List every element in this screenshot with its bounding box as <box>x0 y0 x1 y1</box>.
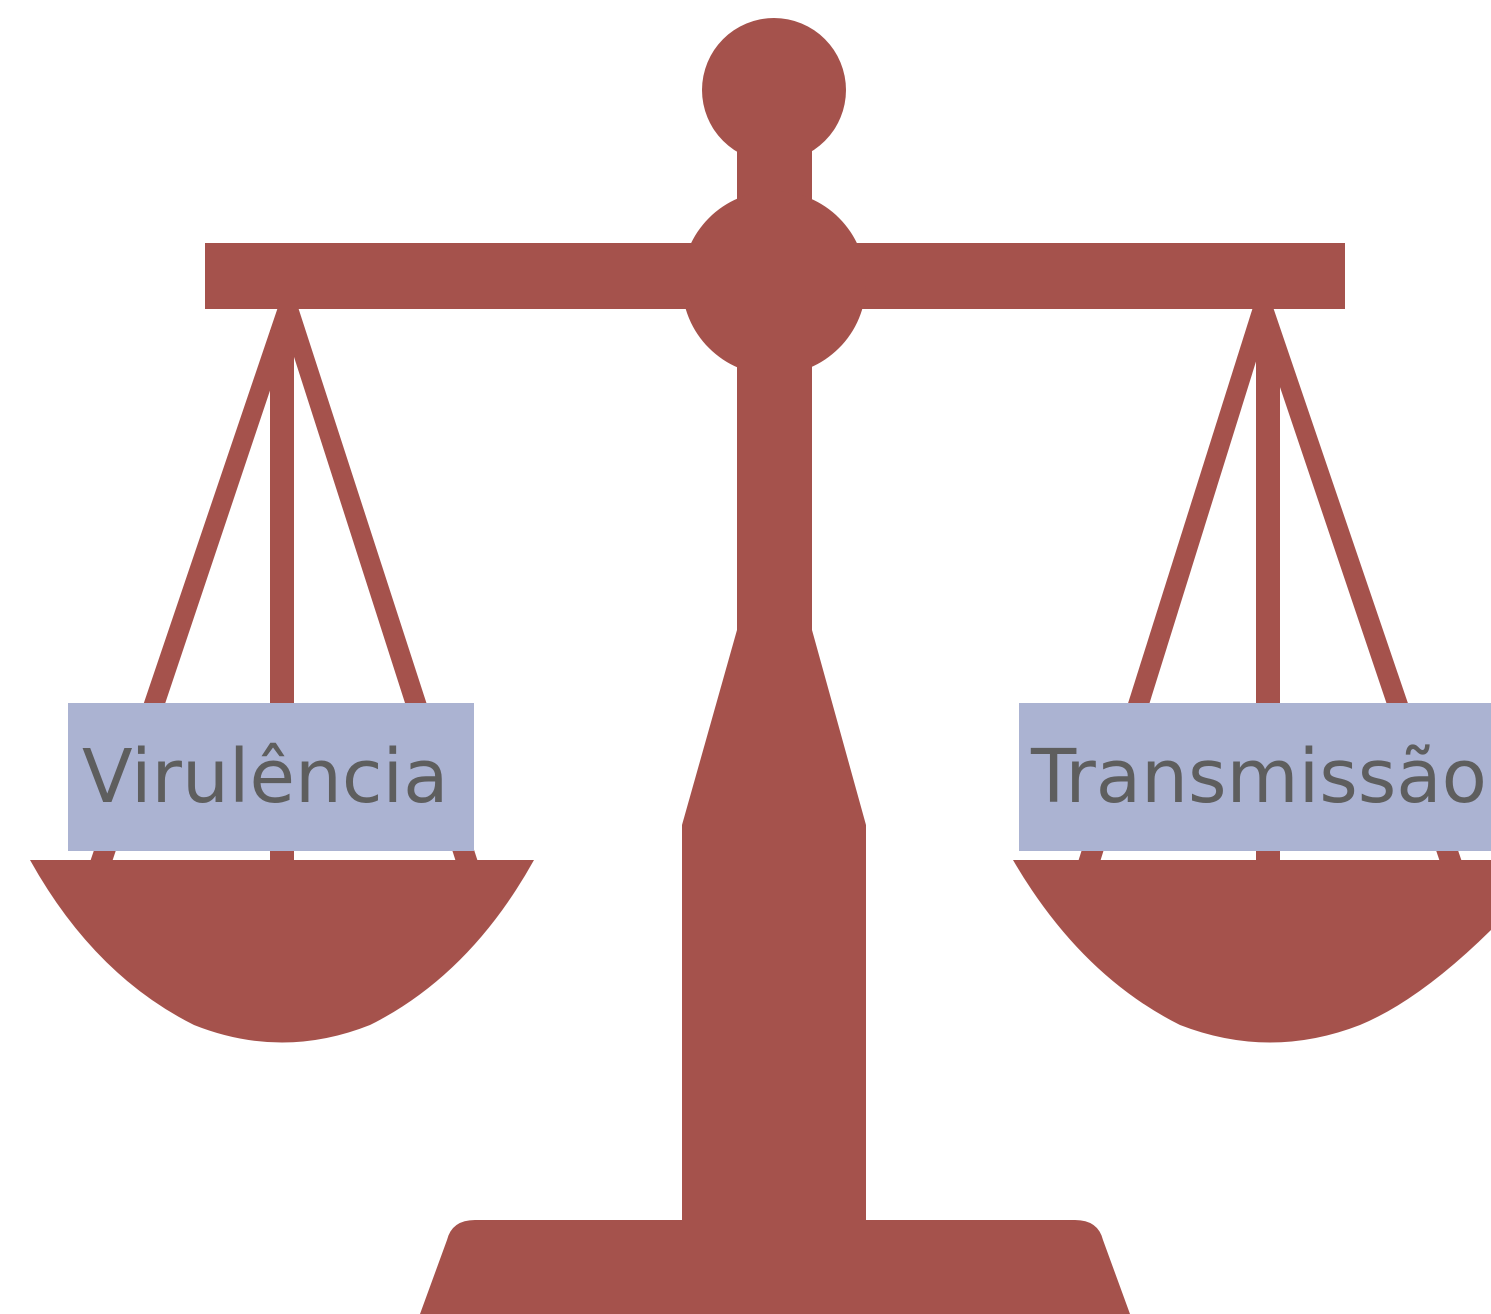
right-pan <box>1013 860 1491 1043</box>
left-pan <box>30 860 534 1043</box>
scale-column <box>737 300 812 640</box>
scale-post <box>682 630 866 1230</box>
transmission-label: Transmissão <box>1019 703 1491 851</box>
pivot-hub <box>682 191 866 375</box>
scale-base <box>420 1220 1130 1314</box>
finial-ball <box>702 18 846 162</box>
virulence-label: Virulência <box>68 703 474 851</box>
